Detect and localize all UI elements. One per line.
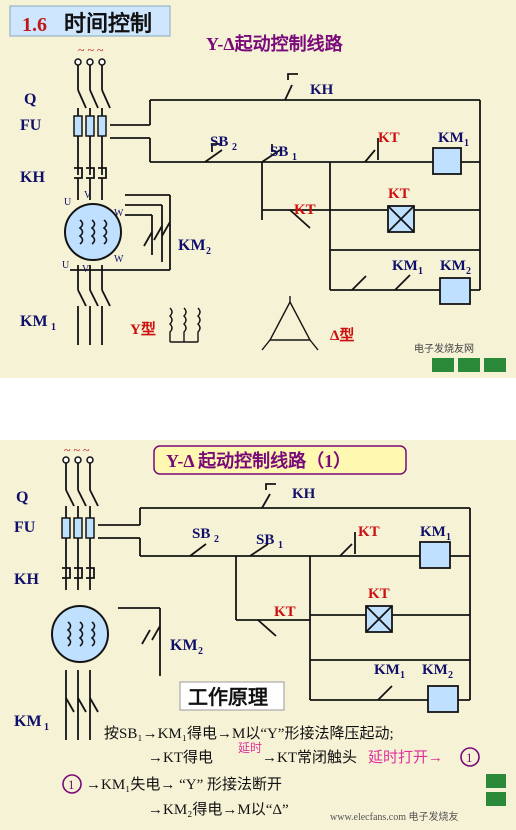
circle-marker-2-text: 1 — [68, 777, 75, 792]
label-u1: U — [64, 197, 72, 208]
label-sb1: SB — [270, 144, 288, 160]
label-km1-coil: KM — [438, 130, 464, 146]
label-km1-2: KM — [14, 713, 42, 730]
label-km1-2-sub: 1 — [44, 722, 49, 733]
supply-symbol: ~ ~ ~ — [78, 43, 104, 57]
label-q: Q — [24, 91, 36, 108]
label-sb1-2: SB — [256, 532, 274, 548]
explanation-line-4: →KM₂得电→M以“Δ” — [148, 801, 289, 818]
label-kt-nc-2: KT — [274, 604, 296, 620]
nav-prev-button-2[interactable] — [486, 774, 506, 788]
label-km1-coil-2: KM — [420, 524, 446, 540]
slide-1: 1.6 时间控制 Y-Δ起动控制线路 ~ ~ ~ — [0, 0, 516, 378]
circuit-diagram-1: 1.6 时间控制 Y-Δ起动控制线路 ~ ~ ~ — [9, 5, 506, 372]
power-lines — [70, 65, 480, 345]
label-kt-contact-2: KT — [358, 524, 380, 540]
watermark-1: 电子发烧友网 — [414, 342, 474, 355]
nav-buttons-1[interactable] — [432, 358, 506, 372]
label-kt-coil: KT — [388, 186, 410, 202]
fuse-group — [73, 115, 107, 137]
supply-terminals — [74, 58, 106, 66]
slide-2: Y-Δ 起动控制线路（1） ~ ~ ~ — [0, 440, 516, 830]
label-km1-hold-2: KM — [374, 662, 400, 678]
label-sb2-sub: 2 — [232, 142, 237, 153]
label-v2: V — [82, 264, 90, 275]
circuit-title: Y-Δ起动控制线路 — [206, 33, 344, 54]
label-sb2-2-sub: 2 — [214, 534, 219, 545]
label-km2: KM — [178, 237, 206, 254]
label-km2-sub: 2 — [206, 246, 211, 257]
explanation-line-2a: →KT得电 — [148, 749, 213, 766]
nav-back-button[interactable] — [458, 358, 480, 372]
label-kt-nc: KT — [294, 202, 316, 218]
motor-windings-2 — [66, 621, 96, 647]
label-w1: W — [114, 208, 124, 219]
explanation-line-2-delay: 延时 — [238, 741, 262, 755]
section-header-tab — [9, 5, 171, 37]
watermark-2: www.elecfans.com 电子发烧友 — [330, 810, 459, 823]
label-kh-top-2: KH — [292, 486, 316, 502]
delta-diagram — [261, 296, 319, 351]
principle-title: 工作原理 — [188, 685, 268, 709]
label-kh-2: KH — [14, 571, 39, 588]
explanation-line-2b: →KT常闭触头 — [262, 749, 357, 766]
supply-symbol-2: ~ ~ ~ — [64, 443, 90, 457]
label-km1-hold: KM — [392, 258, 418, 274]
circle-marker-1-text: 1 — [466, 750, 473, 765]
coil-group-2 — [365, 541, 459, 713]
fuse-group-2 — [61, 517, 95, 539]
control-wiring — [204, 73, 481, 291]
explanation-line-1: 按SB₁→KM₁得电→M以“Y”形接法降压起动; — [104, 725, 394, 742]
label-sb2-2: SB — [192, 526, 210, 542]
label-kh: KH — [20, 169, 45, 186]
explanation-line-3: →KM₁失电→ “Y” 形接法断开 — [86, 776, 282, 793]
label-w2: W — [114, 254, 124, 265]
label-sb1-2-sub: 1 — [278, 540, 283, 551]
motor-windings — [78, 219, 108, 245]
motor-symbol-2 — [51, 605, 109, 663]
label-km2-coil: KM — [440, 258, 466, 274]
circuit-title-box — [153, 445, 407, 475]
label-km1: KM — [20, 313, 48, 330]
label-km2-2-sub: 2 — [198, 646, 203, 657]
label-km1-hold-sub: 1 — [418, 266, 423, 277]
label-km2-2: KM — [170, 637, 198, 654]
nav-buttons-2[interactable] — [486, 774, 506, 806]
label-km2-coil-2: KM — [422, 662, 448, 678]
label-km2-coil-sub: 2 — [466, 266, 471, 277]
label-fu: FU — [20, 117, 42, 134]
label-sb2: SB — [210, 134, 228, 150]
label-km1-coil-2-sub: 1 — [446, 532, 451, 543]
circuit-title-2: Y-Δ 起动控制线路（1） — [166, 450, 351, 471]
label-u2: U — [62, 260, 70, 271]
label-kh-top: KH — [310, 82, 334, 98]
label-delta-type: Δ型 — [330, 326, 354, 344]
label-kt-contact: KT — [378, 130, 400, 146]
label-sb1-sub: 1 — [292, 152, 297, 163]
label-km2-coil-2-sub: 2 — [448, 670, 453, 681]
circle-marker-1 — [460, 747, 480, 767]
principle-title-box — [179, 681, 285, 711]
label-y-type: Y型 — [130, 320, 156, 338]
label-v1: V — [84, 190, 92, 201]
wye-diagram — [169, 307, 201, 343]
motor-symbol — [64, 203, 122, 261]
circuit-diagram-2: Y-Δ 起动控制线路（1） ~ ~ ~ — [14, 443, 506, 823]
nav-next-button[interactable] — [484, 358, 506, 372]
coil-group — [387, 147, 471, 305]
section-title: 时间控制 — [64, 11, 152, 36]
nav-next-button-2[interactable] — [486, 792, 506, 806]
label-fu-2: FU — [14, 519, 36, 536]
label-km1-hold-2-sub: 1 — [400, 670, 405, 681]
circle-marker-2 — [62, 774, 82, 794]
explanation-line-2c: 延时打开→ — [368, 749, 443, 766]
supply-terminals-2 — [62, 456, 94, 464]
label-q-2: Q — [16, 489, 28, 506]
section-number: 1.6 — [22, 14, 47, 36]
nav-prev-button[interactable] — [432, 358, 454, 372]
label-km1-coil-sub: 1 — [464, 138, 469, 149]
label-kt-coil-2: KT — [368, 586, 390, 602]
label-km1-sub: 1 — [51, 322, 56, 333]
